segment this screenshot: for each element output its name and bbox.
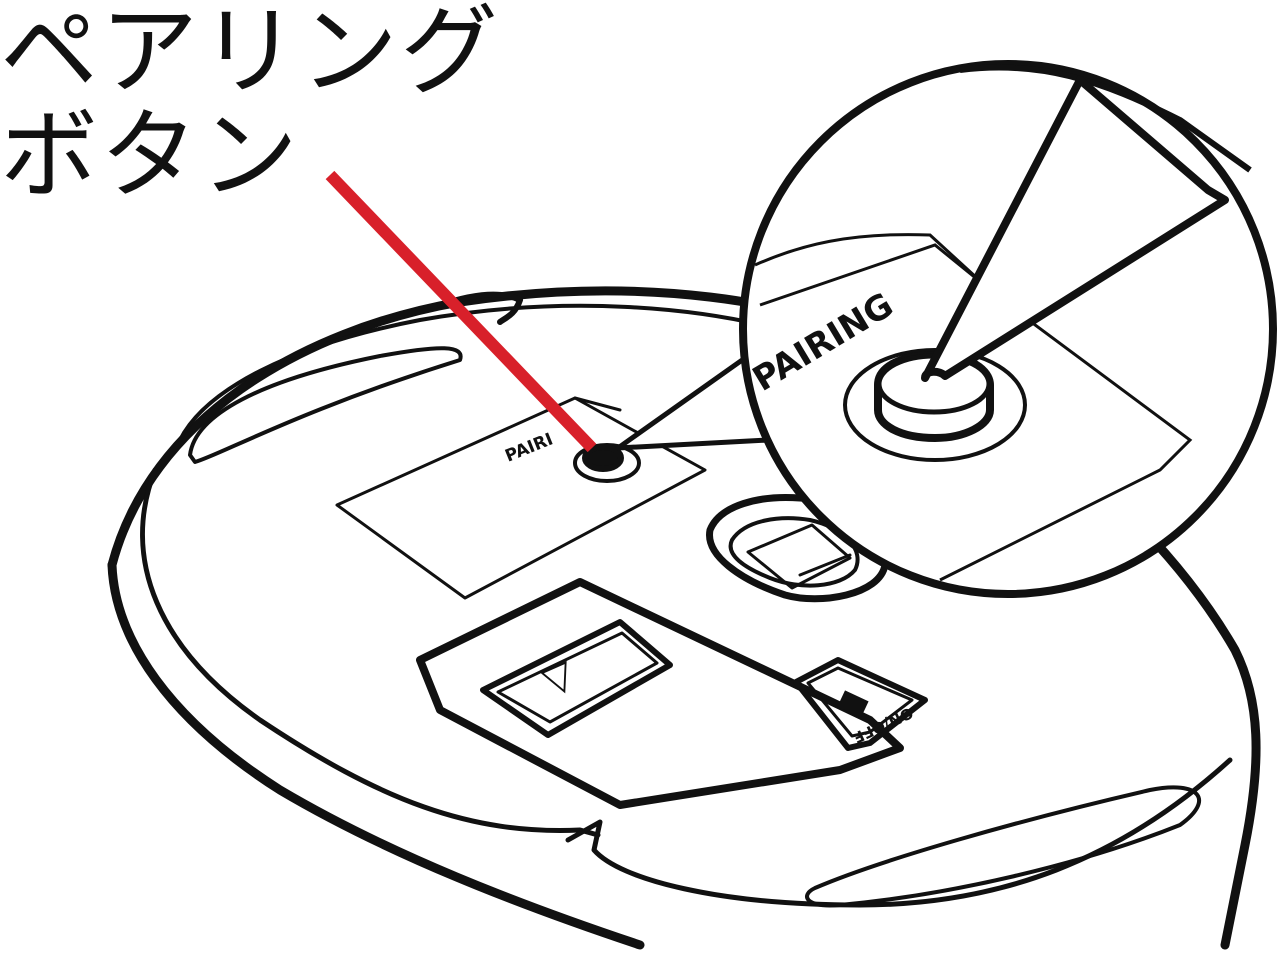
foot-pad-top	[188, 346, 463, 464]
sensor-lens-line	[798, 553, 852, 577]
pairing-panel-top	[573, 396, 622, 412]
zoom-panel	[759, 243, 1193, 582]
sensor-lens	[746, 523, 852, 590]
pairing-button-callout-title: ペアリング ボタン	[0, 0, 500, 208]
eject-button-frame	[480, 619, 673, 738]
mouse-body-inner	[178, 303, 832, 442]
foot-pad-bottom	[805, 785, 1202, 908]
zoom-pairing-ring	[843, 348, 1027, 462]
power-switch-slider	[837, 690, 869, 718]
pairing-small-label: PAIRI	[502, 429, 556, 466]
sensor-window-inner	[728, 516, 860, 588]
title-line-1: ペアリング	[0, 0, 501, 109]
zoom-magnifier: PAIRING	[739, 60, 1277, 598]
battery-panel	[416, 578, 904, 809]
zoom-panel-top-edge	[754, 233, 992, 292]
power-switch-frame	[793, 657, 928, 751]
mouse-rim-notch	[565, 757, 1233, 908]
pairing-panel	[335, 396, 707, 600]
pin-tool-icon	[921, 76, 1229, 382]
power-switch-inner	[806, 666, 914, 738]
eject-button	[496, 631, 659, 724]
pairing-button-small	[582, 444, 624, 472]
mouse-body-edge	[107, 560, 645, 950]
title-line-2: ボタン	[0, 99, 301, 213]
leader-line	[325, 170, 597, 453]
mouse-side-curve	[437, 291, 523, 325]
mouse-bottom-rim	[140, 467, 601, 838]
